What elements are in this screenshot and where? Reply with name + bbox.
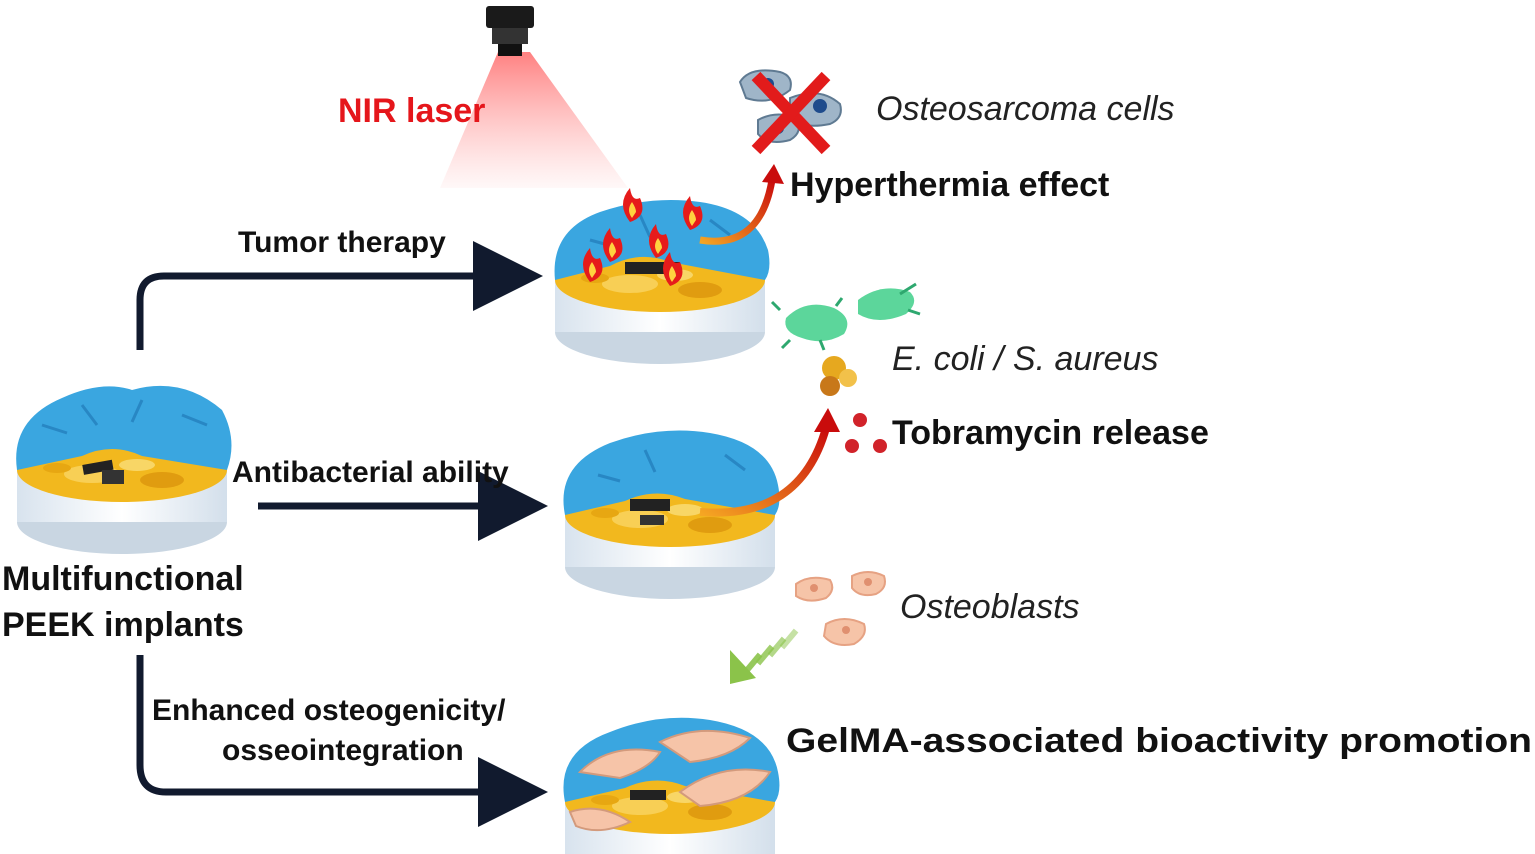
- tumor-therapy-arrow: [136, 241, 543, 350]
- multifunctional-implant-icon: [16, 385, 232, 554]
- multifunctional-label-line2: PEEK implants: [2, 606, 244, 644]
- tobramycin-arrow: [699, 426, 830, 517]
- bacteria-icon: [770, 282, 921, 396]
- osteogenic-implant-icon: [563, 717, 780, 854]
- hyperthermia-arrow: [699, 179, 776, 245]
- gelma-promotion-label: GelMA-associated bioactivity promotion: [786, 722, 1532, 760]
- osteoblasts-label: Osteoblasts: [900, 588, 1080, 626]
- tumor-therapy-implant-icon: [554, 199, 770, 364]
- antibacterial-implant-icon: [563, 430, 780, 599]
- cross-icon: [751, 71, 831, 155]
- laser-icon: [440, 6, 628, 188]
- ecoli-saureus-label: E. coli / S. aureus: [892, 340, 1158, 378]
- tobramycin-release-label: Tobramycin release: [892, 414, 1209, 452]
- enhanced-osteogenicity-line2: osseointegration: [222, 734, 464, 767]
- enhanced-osteogenicity-line1: Enhanced osteogenicity/: [152, 694, 506, 727]
- osteogenicity-arrow: [136, 655, 548, 827]
- tumor-therapy-label: Tumor therapy: [238, 226, 446, 259]
- multifunctional-label-line1: Multifunctional: [2, 560, 244, 598]
- osteoblast-icon: [795, 571, 886, 646]
- tobramycin-dot-icon: [845, 413, 887, 453]
- osteosarcoma-cells-label: Osteosarcoma cells: [876, 90, 1175, 128]
- antibacterial-ability-label: Antibacterial ability: [232, 456, 509, 489]
- hyperthermia-effect-label: Hyperthermia effect: [790, 166, 1109, 204]
- nir-laser-label: NIR laser: [338, 92, 485, 130]
- guide-arrow-icon: [730, 628, 799, 684]
